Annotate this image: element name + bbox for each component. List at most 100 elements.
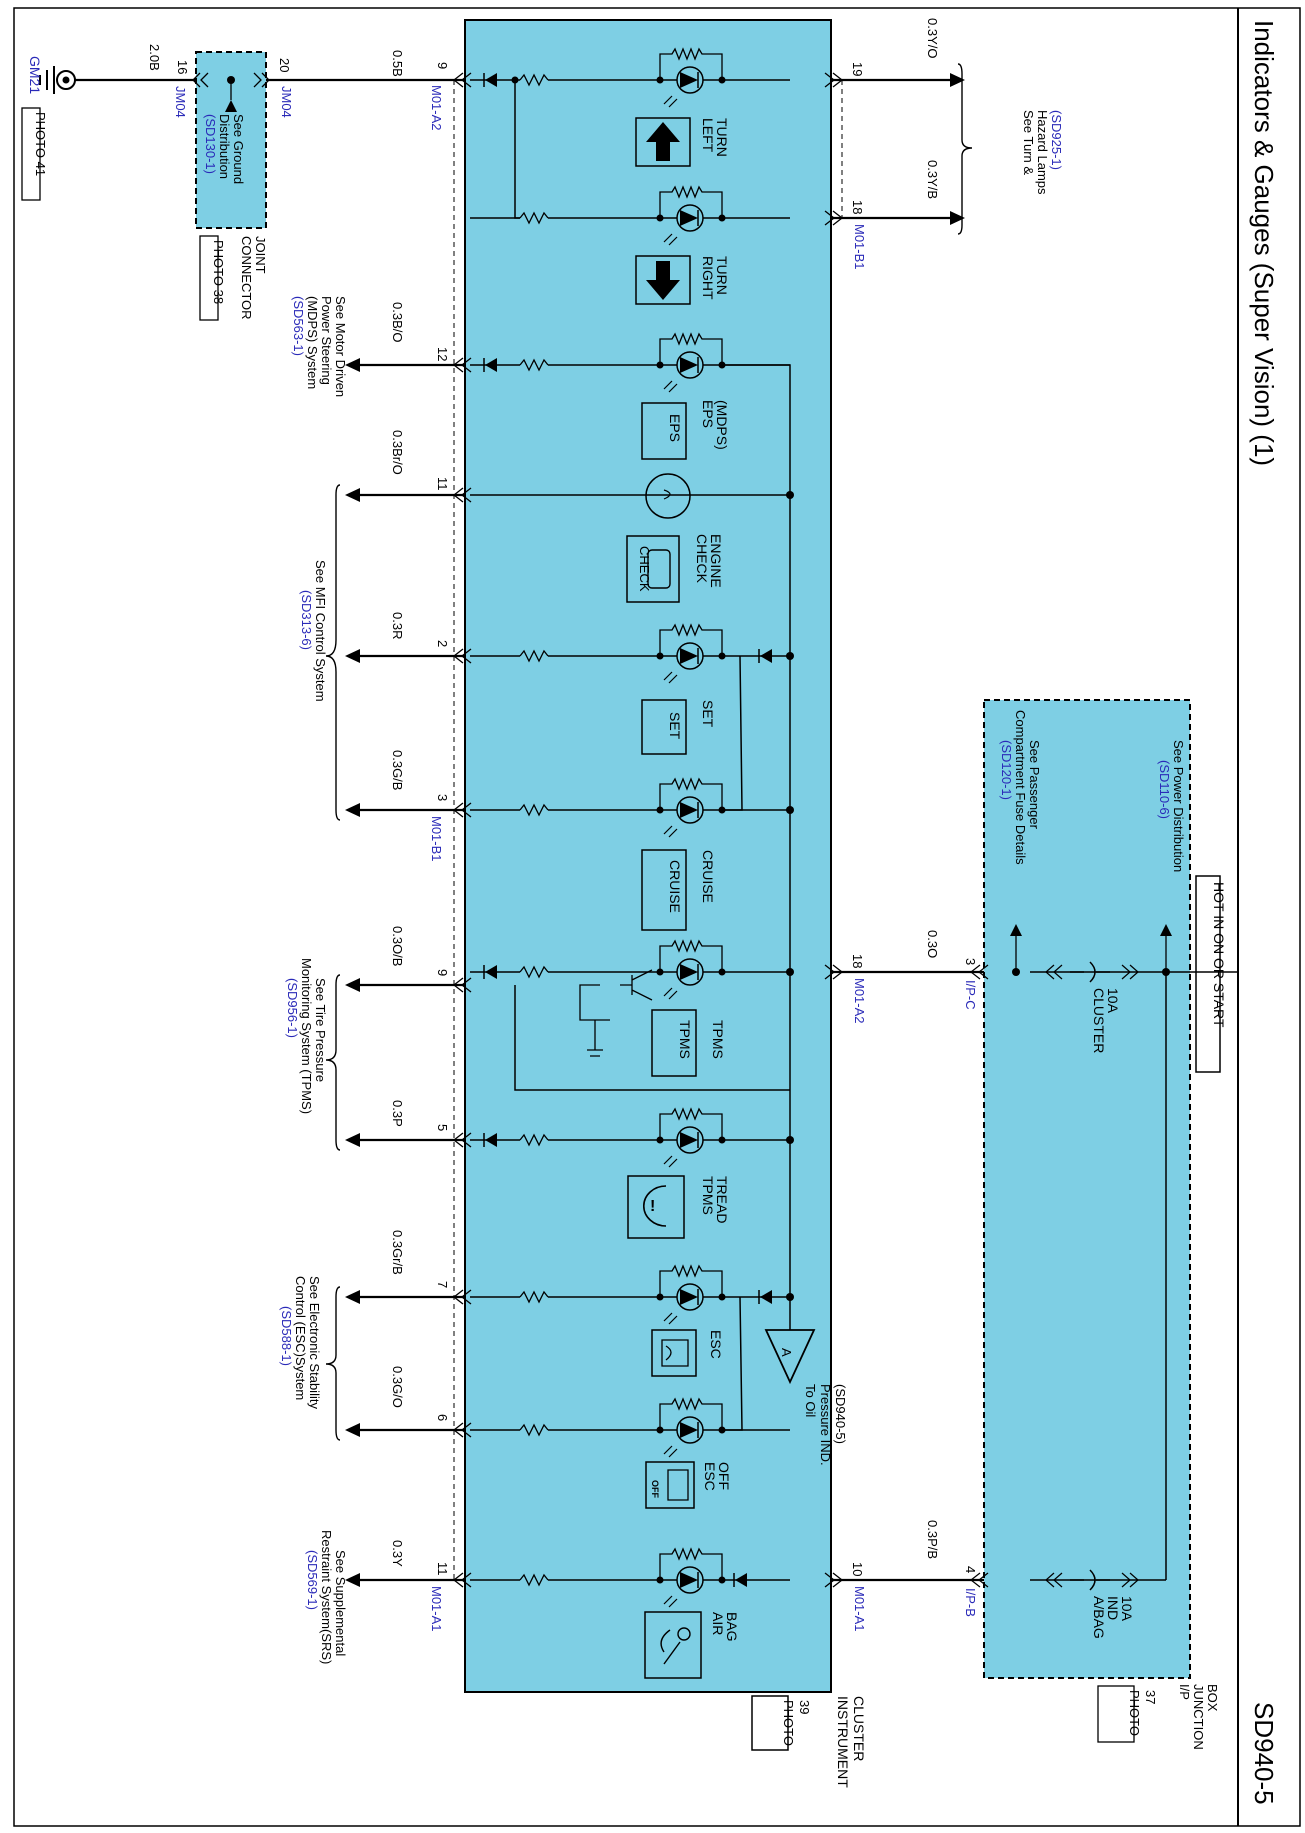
resistor-icon [659, 623, 723, 656]
series-resistor-icon [519, 803, 549, 817]
led-diode-icon [680, 1422, 698, 1438]
ground-symbol-icon [39, 66, 55, 94]
resistor-icon [659, 777, 723, 810]
pass-ref: See Passenger Compartment Fuse Details (… [999, 710, 1042, 865]
light-rays-icon [663, 1312, 678, 1325]
joint-chevrons [192, 72, 270, 88]
joint-photo-box [199, 235, 219, 321]
indicator-label: TURN [714, 118, 730, 157]
hot-in-box [1195, 875, 1221, 1073]
sheet-header: Indicators & Gauges (Super Vision) (1) S… [1249, 20, 1279, 1805]
resistor-icon [659, 1107, 723, 1140]
sheet-title: Indicators & Gauges (Super Vision) (1) [1249, 20, 1279, 466]
led-diode-icon [680, 1132, 698, 1148]
instrument-cluster [464, 19, 832, 1693]
wire-color: 0.3G/B [390, 750, 405, 790]
joint-photo: PHOTO 38 [211, 240, 226, 304]
connector-code: M01-A2 [852, 978, 867, 1024]
power-ref-line: See Power Distribution [1171, 740, 1186, 872]
cruise-box [641, 849, 687, 931]
light-rays-icon [663, 1595, 678, 1608]
series-resistor-icon [519, 1133, 549, 1147]
series-resistor-icon [519, 73, 549, 87]
connector-code: M01-B1 [852, 224, 867, 270]
ref-mdps-line: Power Steering [319, 296, 334, 385]
diode-icon [485, 1133, 497, 1147]
connector-code: M01-A1 [852, 1586, 867, 1632]
light-rays-icon [663, 95, 678, 108]
series-resistor-icon [519, 358, 549, 372]
indicator-label: TURN [714, 256, 730, 295]
pin-number: 7 [435, 1281, 450, 1288]
tire-exclaim: ! [650, 1198, 655, 1215]
bus-node [786, 806, 794, 814]
indicator-label: RIGHT [700, 256, 716, 300]
ref-turn-line: See Turn & [1021, 110, 1036, 175]
wire-color: 0.5B [390, 50, 405, 77]
joint-label-2: CONNECTOR [239, 236, 254, 320]
ip-chevrons [970, 964, 989, 980]
tpms-box-label: TPMS [677, 1020, 693, 1059]
indicator-label: AIR [710, 1612, 726, 1635]
ground-code: GM21 [27, 56, 43, 94]
airbag-seat-icon [660, 1629, 681, 1665]
light-rays-icon [663, 233, 678, 246]
oil-ref: To Oil [803, 1384, 818, 1417]
led-diode-icon [680, 1572, 698, 1588]
pin-number: 2 [435, 640, 450, 647]
joint-code-left: JM04 [173, 86, 188, 118]
hot-in-label: HOT IN ON OR START [1211, 882, 1227, 1028]
indicator-label: TPMS [710, 1020, 726, 1059]
series-resistor-icon [519, 1573, 549, 1587]
connector-code: M01-A1 [429, 1586, 444, 1632]
power-ref-arrow [1160, 924, 1172, 936]
led-diode-icon [680, 357, 698, 373]
diode-icon [760, 649, 772, 663]
connector-code: M01-B1 [429, 816, 444, 862]
check-engine-box [626, 535, 680, 603]
esc-brace [325, 1286, 341, 1441]
ref-tpms-link: (SD956-1) [285, 978, 300, 1038]
ref-tpms: See Tire Pressure Monitoring System (TPM… [285, 958, 328, 1114]
ip-code: I/P-B [963, 1588, 978, 1617]
ip-chevrons [970, 1572, 989, 1588]
resistor-icon [659, 1547, 723, 1580]
airbag-fuse-label: A/BAG IND 10A [1091, 1596, 1135, 1639]
pass-ref-link: (SD120-1) [999, 740, 1014, 800]
wire-color: 0.3Y/O [925, 18, 940, 58]
oil-ref-3: (SD940-5) [833, 1384, 848, 1444]
ref-srs-line: Restraint System(SRS) [319, 1530, 334, 1664]
resistor-icon [659, 1264, 723, 1297]
set-box-label: SET [667, 712, 683, 740]
bus-node [786, 968, 794, 976]
esc-off-icon-text: OFF [650, 1480, 660, 1498]
right-turn-arrow-icon [646, 261, 680, 300]
ref-turn-link: (SD925-1) [1049, 110, 1064, 170]
joint-ref: See Ground [231, 114, 246, 184]
pin-number: 11 [435, 477, 450, 491]
oil-pressure-connector [764, 1329, 816, 1385]
fuse-name: IND [1105, 1596, 1121, 1620]
wire-color: 0.3O [925, 930, 940, 958]
tpms-box [651, 1009, 697, 1077]
ref-mfi-link: (SD313-6) [299, 590, 314, 650]
fuse-name: CLUSTER [1091, 988, 1107, 1053]
joint-pin-left: 16 [175, 60, 190, 74]
cluster-fuse-icon [1070, 961, 1110, 983]
wire-color: 0.3P/B [925, 1520, 940, 1559]
ref-srs: See Supplemental Restraint System(SRS) (… [305, 1530, 348, 1664]
pass-ref-line: See Passenger [1027, 740, 1042, 830]
ref-tpms-line: See Tire Pressure [313, 978, 328, 1082]
bus-node [786, 1293, 794, 1301]
indicator-labels: LEFT TURN RIGHT TURN EPS (MDPS) CHECK EN… [694, 118, 740, 1642]
airbag-fuse-icon [1070, 1569, 1110, 1591]
indicator-label: OFF [716, 1462, 732, 1490]
set-box [641, 699, 687, 755]
led-diode-icon [680, 72, 698, 88]
light-rays-icon [663, 825, 678, 838]
joint-ref-2: Distribution [217, 114, 232, 179]
eps-box [641, 402, 687, 460]
pass-ref-arrow [1010, 924, 1022, 936]
ip-label: BOX [1205, 1684, 1220, 1712]
